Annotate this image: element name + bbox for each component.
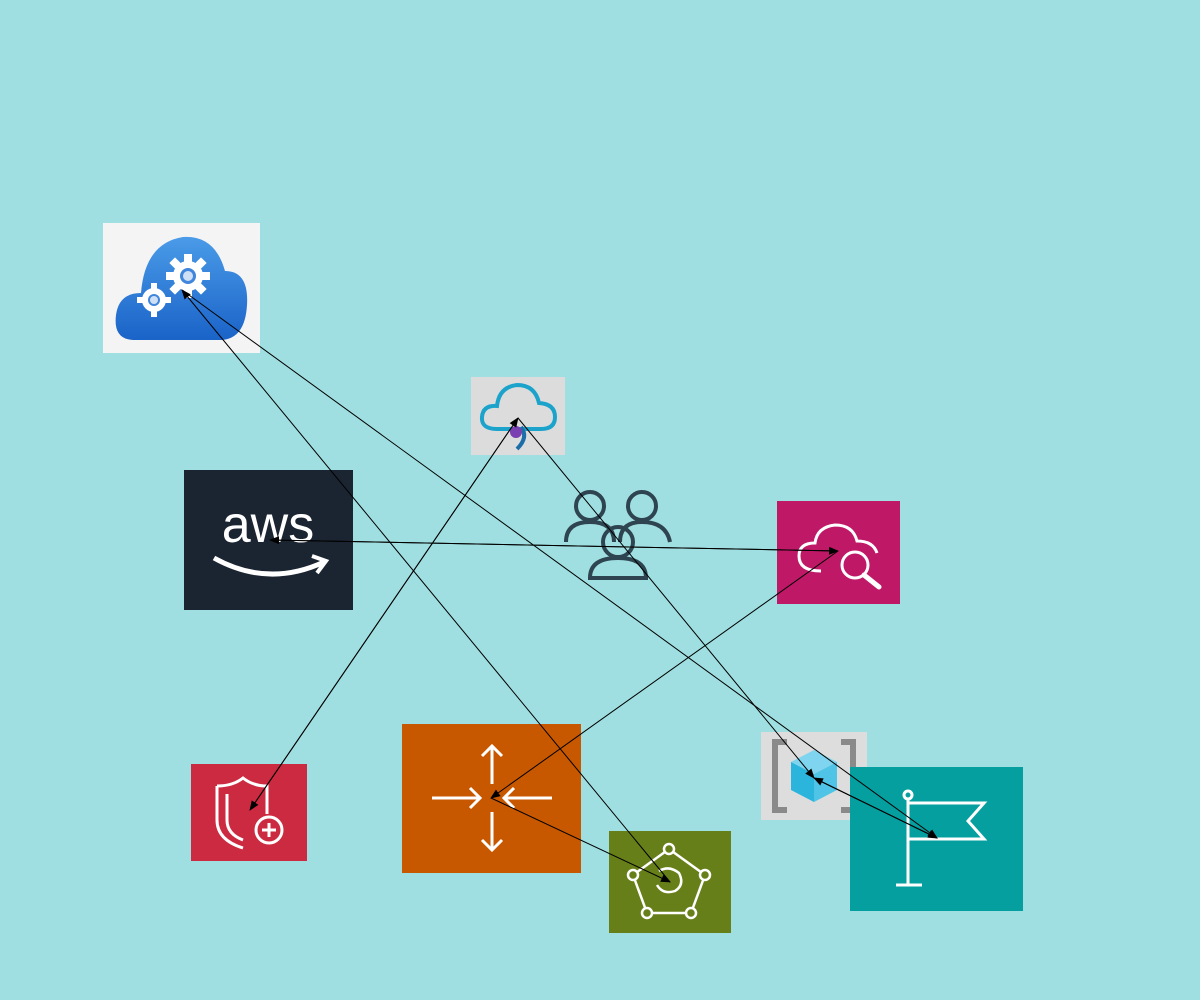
edge-aws-to-cloud-search bbox=[269, 539, 839, 555]
cloud-search-icon[interactable] bbox=[777, 501, 900, 604]
cloud-gears-icon[interactable] bbox=[103, 223, 260, 353]
shield-add-icon[interactable] bbox=[191, 764, 307, 861]
flag-icon[interactable] bbox=[850, 767, 1023, 911]
cloud-connection-icon[interactable] bbox=[471, 377, 565, 455]
users-group-icon[interactable] bbox=[560, 486, 676, 586]
network-polygon-icon[interactable] bbox=[609, 831, 731, 933]
edge-cloud-search-to-aws bbox=[269, 536, 839, 552]
arrows-converge-icon[interactable] bbox=[402, 724, 581, 873]
aws-logo-icon[interactable]: aws bbox=[184, 470, 353, 610]
aws-logo-text: aws bbox=[222, 496, 314, 554]
